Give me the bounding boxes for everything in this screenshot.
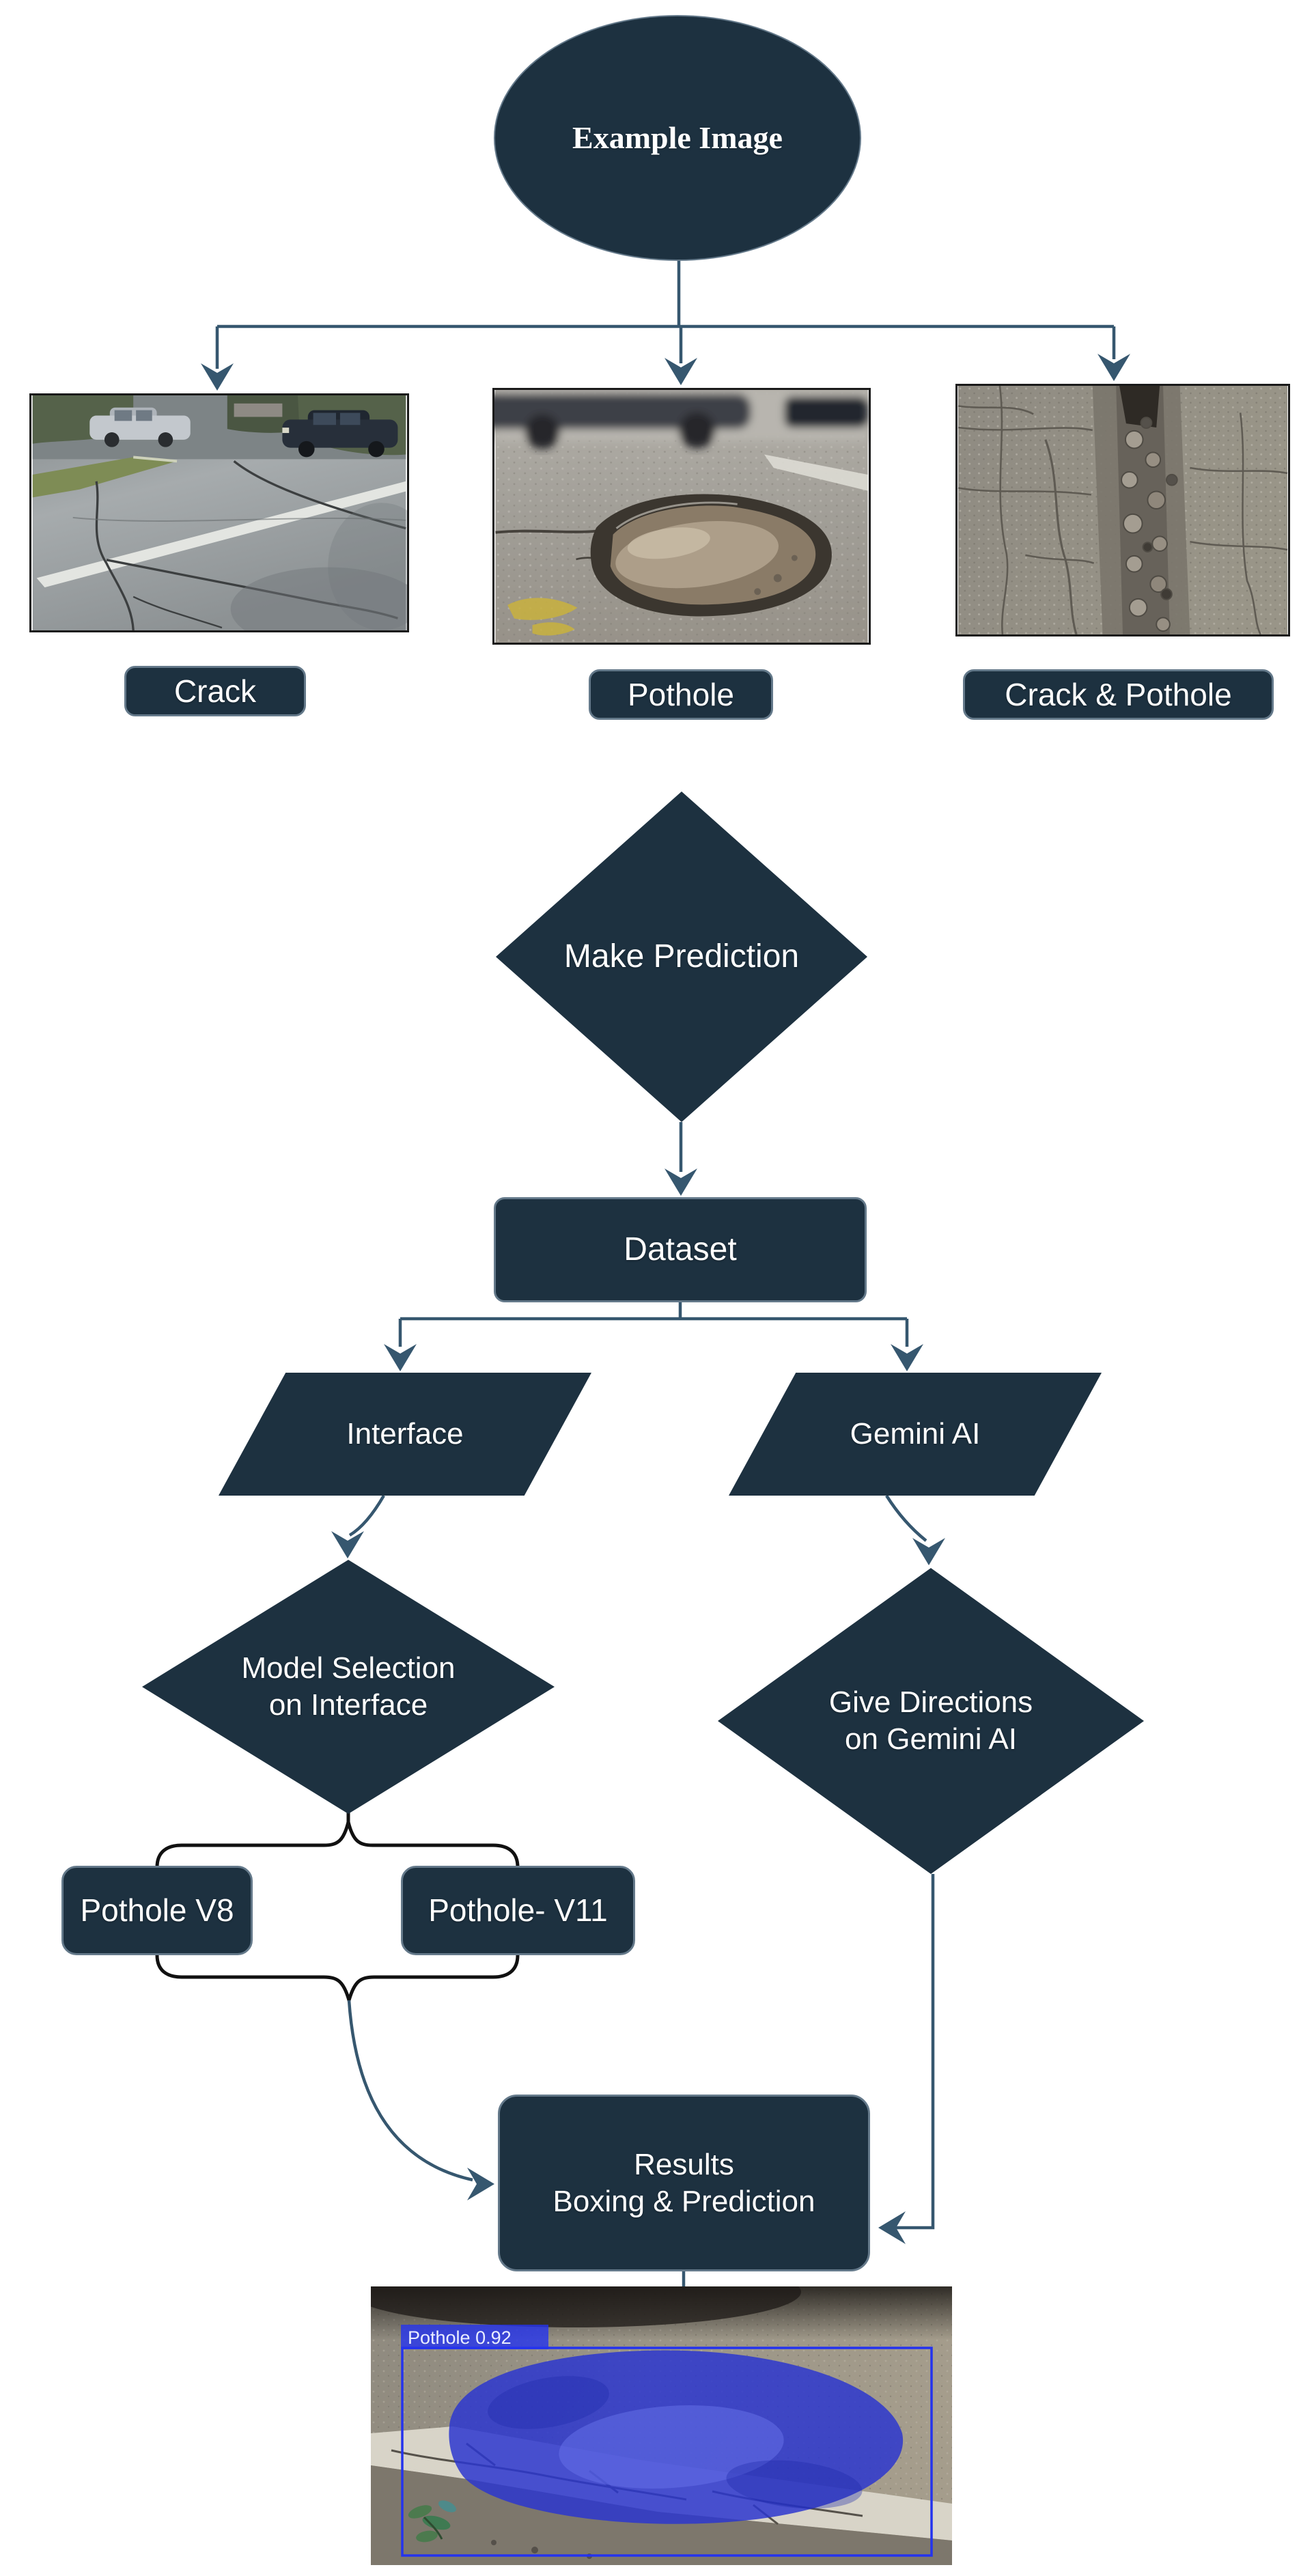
interface-label: Interface	[346, 1417, 464, 1451]
arrow-to-results-right	[878, 2211, 906, 2244]
pothole-v8-node: Pothole V8	[61, 1866, 253, 1955]
crack-label-node: Crack	[124, 666, 306, 716]
background-truck	[234, 403, 283, 417]
results-line2: Boxing & Prediction	[553, 2184, 815, 2218]
road-line	[36, 481, 406, 588]
edge-brace-results	[347, 2000, 473, 2182]
dataset-node: Dataset	[494, 1197, 867, 1302]
crack-pothole-photo-art	[957, 386, 1288, 634]
give-directions-line2: on Gemini AI	[845, 1722, 1017, 1756]
pothole-v11-label: Pothole- V11	[428, 1892, 608, 1929]
brace-upper	[155, 1821, 520, 1869]
crack-pothole-example-photo	[955, 384, 1290, 636]
plate-cracks	[957, 386, 1288, 634]
model-selection-line2: on Interface	[268, 1688, 428, 1722]
make-prediction-label: Make Prediction	[563, 938, 800, 975]
crack-photo-art	[32, 395, 407, 630]
pothole-label-node: Pothole	[589, 669, 773, 720]
arrow-to-dataset	[665, 1168, 697, 1196]
example-image-label: Example Image	[572, 120, 783, 155]
interface-node: Interface	[219, 1373, 591, 1496]
edge-gemini-results	[891, 1874, 935, 2230]
give-directions-line1: Give Directions	[828, 1685, 1033, 1720]
rubble-stones	[1121, 417, 1178, 632]
pothole-label: Pothole	[627, 676, 734, 712]
brace-lower	[155, 1953, 520, 2007]
silver-car	[89, 407, 191, 447]
yellow-paint	[507, 598, 578, 636]
pothole-example-photo	[492, 388, 871, 645]
blurry-street-band	[494, 390, 868, 449]
arrow-to-gemini	[891, 1344, 923, 1371]
road-dash	[764, 454, 868, 491]
green-leaves	[408, 2500, 457, 2543]
segmentation-mask	[449, 2350, 904, 2524]
dataset-label: Dataset	[624, 1231, 737, 1268]
dark-car	[282, 410, 398, 458]
pothole-photo-art	[494, 390, 868, 643]
pothole-v8-label: Pothole V8	[80, 1892, 234, 1929]
arrow-to-results-left	[467, 2168, 494, 2200]
arrow-to-pothole-photo	[665, 358, 697, 385]
crack-pothole-label-node: Crack & Pothole	[963, 669, 1274, 720]
arrow-to-crackpothole-photo	[1098, 354, 1130, 381]
detection-bbox	[401, 2347, 933, 2557]
detection-tag-bg	[401, 2325, 548, 2349]
pothole-shape	[590, 494, 832, 617]
result-photo-art: Pothole 0.92	[371, 2286, 952, 2565]
arrow-to-model-selection	[331, 1531, 364, 1558]
edge-gemini-curve	[885, 1494, 927, 1542]
edge-interface-curve	[348, 1494, 385, 1537]
crack-pothole-label: Crack & Pothole	[1005, 676, 1232, 712]
example-image-node: Example Image	[494, 15, 861, 261]
pothole-v11-node: Pothole- V11	[401, 1866, 635, 1955]
model-selection-line1: Model Selection	[241, 1651, 456, 1685]
arrow-to-give-directions	[912, 1538, 945, 1565]
detection-tag-label: Pothole 0.92	[408, 2327, 512, 2348]
gemini-ai-node: Gemini AI	[729, 1373, 1102, 1496]
crack-example-photo	[29, 393, 409, 632]
arrow-to-crack-photo	[201, 363, 234, 391]
crack-label: Crack	[173, 673, 257, 709]
gemini-ai-label: Gemini AI	[850, 1417, 981, 1451]
result-detection-photo: Pothole 0.92	[371, 2286, 952, 2565]
results-node: Results Boxing & Prediction	[498, 2095, 870, 2271]
arrow-to-interface	[384, 1344, 417, 1371]
results-line1: Results	[634, 2147, 734, 2181]
